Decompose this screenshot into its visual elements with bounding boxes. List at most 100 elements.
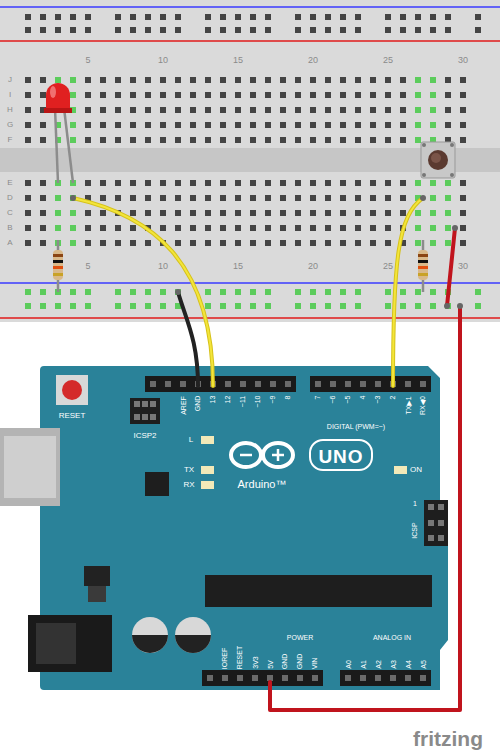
breadboard-hole bbox=[235, 137, 241, 143]
breadboard-hole bbox=[175, 180, 181, 186]
breadboard-hole bbox=[70, 210, 76, 216]
breadboard-hole bbox=[340, 14, 346, 20]
pin-label: 4 bbox=[360, 396, 367, 400]
row-letter: F bbox=[8, 136, 13, 144]
breadboard-hole bbox=[205, 195, 211, 201]
breadboard-hole bbox=[235, 240, 241, 246]
breadboard-hole bbox=[100, 77, 106, 83]
breadboard-hole bbox=[130, 303, 136, 309]
header-pin bbox=[255, 381, 261, 387]
breadboard-hole bbox=[340, 92, 346, 98]
breadboard-hole bbox=[265, 14, 271, 20]
breadboard-hole bbox=[100, 92, 106, 98]
wire bbox=[73, 198, 460, 710]
breadboard-hole bbox=[340, 27, 346, 33]
breadboard-hole bbox=[145, 14, 151, 20]
breadboard-hole bbox=[415, 122, 421, 128]
pushbutton bbox=[422, 143, 426, 147]
wire-end bbox=[457, 303, 463, 309]
arduino-board bbox=[263, 443, 293, 467]
breadboard-hole bbox=[160, 210, 166, 216]
breadboard-hole bbox=[265, 210, 271, 216]
breadboard bbox=[0, 317, 500, 319]
breadboard-hole bbox=[385, 137, 391, 143]
breadboard-hole bbox=[40, 27, 46, 33]
breadboard-hole bbox=[430, 303, 436, 309]
pin-label: GND bbox=[282, 653, 289, 669]
breadboard-hole bbox=[220, 195, 226, 201]
breadboard-hole bbox=[445, 303, 451, 309]
breadboard-hole bbox=[265, 289, 271, 295]
breadboard-hole bbox=[460, 92, 466, 98]
breadboard-hole bbox=[370, 137, 376, 143]
breadboard-hole bbox=[220, 77, 226, 83]
pin-label: ~3 bbox=[374, 396, 381, 404]
breadboard-hole bbox=[130, 210, 136, 216]
wire-end bbox=[70, 195, 463, 309]
arduino-board bbox=[201, 436, 214, 444]
breadboard-hole bbox=[250, 137, 256, 143]
breadboard-hole bbox=[85, 107, 91, 113]
pin-label: VIN bbox=[311, 657, 318, 669]
breadboard-hole bbox=[265, 77, 271, 83]
breadboard-hole bbox=[280, 107, 286, 113]
breadboard-hole bbox=[415, 225, 421, 231]
breadboard-hole bbox=[70, 195, 76, 201]
breadboard-hole bbox=[220, 210, 226, 216]
arduino-board bbox=[134, 401, 156, 420]
breadboard-hole bbox=[355, 122, 361, 128]
header-label: ANALOG IN bbox=[373, 634, 411, 641]
breadboard-hole bbox=[250, 195, 256, 201]
breadboard-hole bbox=[370, 122, 376, 128]
breadboard-hole bbox=[235, 210, 241, 216]
breadboard-hole bbox=[70, 137, 76, 143]
breadboard-hole bbox=[100, 122, 106, 128]
breadboard-hole bbox=[445, 14, 451, 20]
breadboard-hole bbox=[55, 14, 61, 20]
breadboard-hole bbox=[25, 14, 31, 20]
arduino-board bbox=[132, 635, 168, 653]
breadboard-hole bbox=[40, 210, 46, 216]
breadboard-hole bbox=[175, 195, 181, 201]
breadboard-hole bbox=[220, 92, 226, 98]
led-label: ON bbox=[410, 466, 422, 474]
breadboard-hole bbox=[250, 92, 256, 98]
breadboard-hole bbox=[385, 27, 391, 33]
breadboard-hole bbox=[175, 240, 181, 246]
breadboard-hole bbox=[160, 225, 166, 231]
pin-label: RESET bbox=[237, 646, 244, 669]
header-pin bbox=[360, 381, 366, 387]
breadboard-hole bbox=[340, 137, 346, 143]
breadboard-hole bbox=[25, 303, 31, 309]
breadboard-hole bbox=[325, 122, 331, 128]
resistor-symbol bbox=[418, 254, 428, 257]
breadboard-hole bbox=[40, 289, 46, 295]
breadboard-hole bbox=[130, 180, 136, 186]
breadboard-hole bbox=[190, 122, 196, 128]
wire-end bbox=[420, 195, 426, 201]
breadboard-hole bbox=[385, 303, 391, 309]
breadboard-hole bbox=[340, 240, 346, 246]
breadboard-hole bbox=[415, 92, 421, 98]
breadboard-hole bbox=[355, 303, 361, 309]
breadboard-hole bbox=[220, 137, 226, 143]
breadboard-hole bbox=[115, 225, 121, 231]
breadboard-hole bbox=[130, 107, 136, 113]
breadboard-hole bbox=[70, 289, 76, 295]
breadboard-hole bbox=[70, 92, 76, 98]
breadboard-hole bbox=[400, 77, 406, 83]
breadboard-hole bbox=[400, 14, 406, 20]
header-label: ICSP bbox=[411, 522, 418, 538]
breadboard-hole bbox=[400, 180, 406, 186]
breadboard-hole bbox=[115, 122, 121, 128]
breadboard-hole bbox=[160, 122, 166, 128]
breadboard-hole bbox=[130, 225, 136, 231]
breadboard-hole bbox=[295, 210, 301, 216]
breadboard-hole bbox=[40, 137, 46, 143]
pin-label: 8 bbox=[285, 396, 292, 400]
breadboard-hole bbox=[325, 210, 331, 216]
breadboard-hole bbox=[460, 137, 466, 143]
breadboard-hole bbox=[280, 195, 286, 201]
